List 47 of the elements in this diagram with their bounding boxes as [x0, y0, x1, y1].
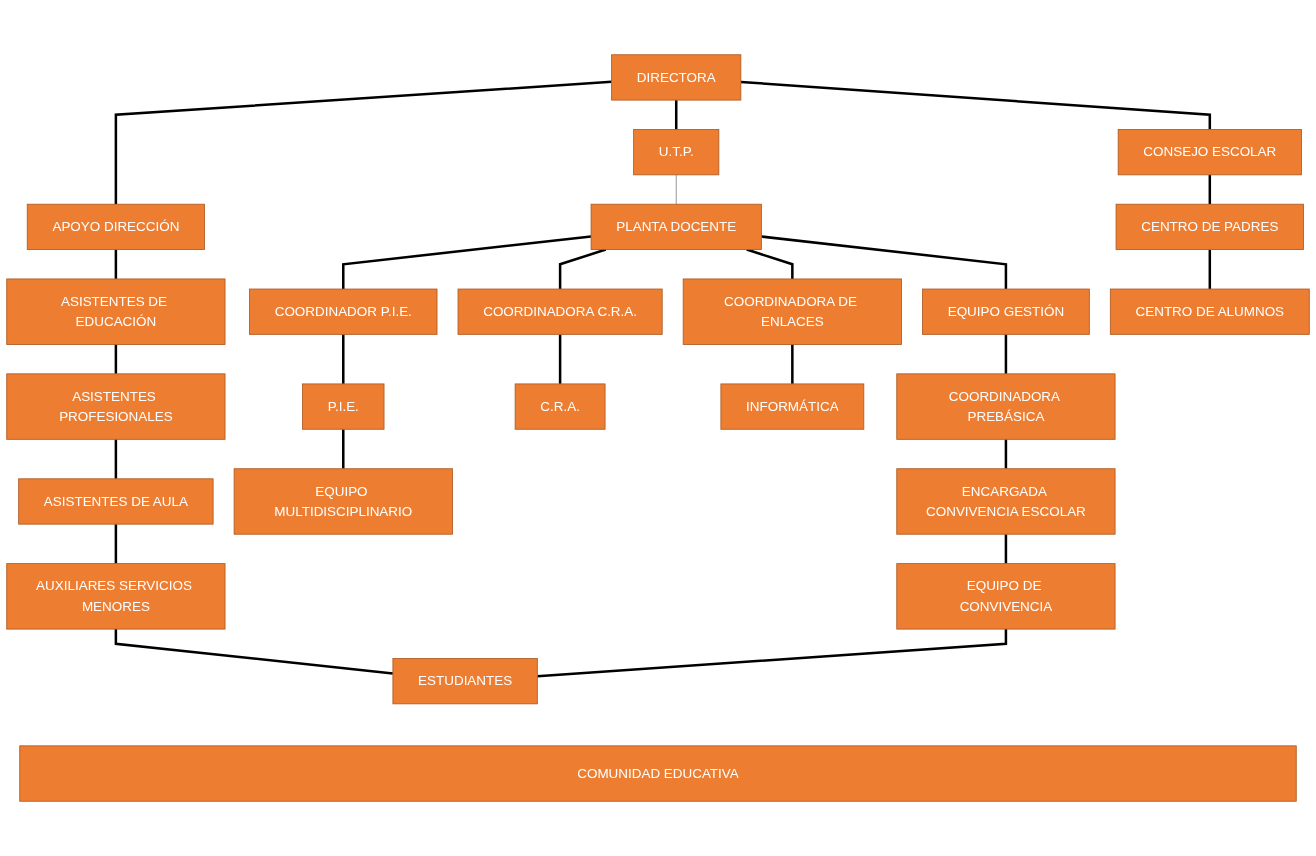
- node-box: COMUNIDAD EDUCATIVA: [19, 745, 1297, 802]
- connector: [1004, 334, 1008, 374]
- connector: [740, 80, 1212, 130]
- node-box: PLANTA DOCENTE: [590, 203, 762, 250]
- node-box: INFORMÁTICA: [720, 383, 865, 430]
- node-box: AUXILIARES SERVICIOS MENORES: [6, 563, 226, 630]
- node-box: COORDINADORA PREBÁSICA: [896, 373, 1116, 440]
- connector: [342, 235, 592, 290]
- node-box: DIRECTORA: [611, 54, 742, 101]
- connector: [114, 249, 118, 279]
- connector: [342, 429, 345, 469]
- connector: [1208, 174, 1212, 205]
- connector: [114, 80, 612, 205]
- connector: [558, 248, 607, 290]
- connector: [114, 524, 118, 564]
- connector: [761, 235, 1008, 290]
- node-box: ASISTENTES DE AULA: [18, 478, 214, 525]
- node-box: P.I.E.: [302, 383, 385, 430]
- connector: [791, 344, 794, 384]
- node-box: ASISTENTES PROFESIONALES: [6, 373, 226, 440]
- node-box: COORDINADORA DE ENLACES: [682, 278, 902, 345]
- connector: [342, 334, 345, 384]
- connector: [746, 248, 794, 279]
- node-box: EQUIPO GESTIÓN: [922, 288, 1090, 335]
- node-box: COORDINADORA C.R.A.: [457, 288, 663, 335]
- connector: [1208, 249, 1212, 290]
- node-box: APOYO DIRECCIÓN: [26, 203, 205, 250]
- node-box: ENCARGADA CONVIVENCIA ESCOLAR: [896, 468, 1116, 535]
- node-box: COORDINADOR P.I.E.: [249, 288, 438, 335]
- node-box: CENTRO DE ALUMNOS: [1109, 288, 1310, 335]
- node-box: U.T.P.: [633, 129, 720, 176]
- connector: [537, 629, 1008, 678]
- node-box: CENTRO DE PADRES: [1115, 203, 1304, 250]
- connector: [558, 334, 562, 384]
- node-box: ASISTENTES DE EDUCACIÓN: [6, 278, 226, 345]
- connector: [1004, 439, 1008, 469]
- node-box: C.R.A.: [514, 383, 606, 430]
- connector: [114, 629, 394, 675]
- node-box: EQUIPO MULTIDISCIPLINARIO: [233, 468, 453, 535]
- connector: [1004, 534, 1008, 564]
- node-box: CONSEJO ESCOLAR: [1117, 129, 1302, 176]
- connector: [675, 174, 677, 205]
- connector: [674, 100, 678, 130]
- connector: [114, 439, 118, 479]
- connector: [114, 344, 118, 374]
- node-box: ESTUDIANTES: [392, 658, 538, 705]
- node-box: EQUIPO DE CONVIVENCIA: [896, 563, 1116, 630]
